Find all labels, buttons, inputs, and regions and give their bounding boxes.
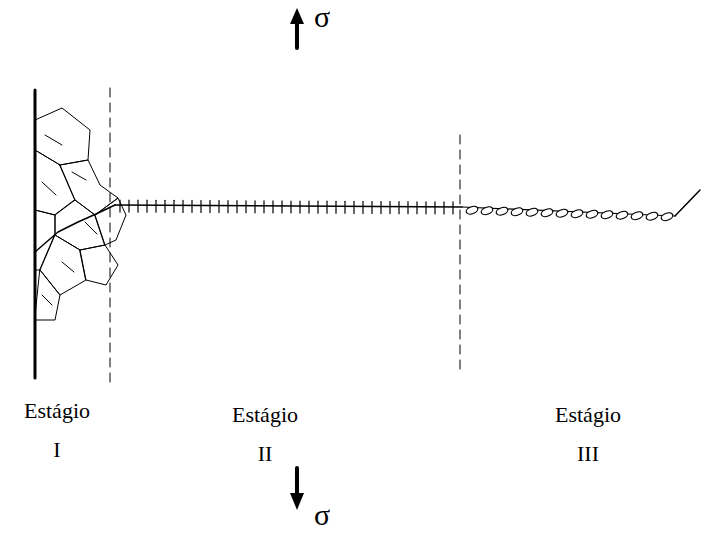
stage-divider: [110, 88, 111, 385]
striation-tick: [254, 201, 255, 213]
stress-arrow: [295, 22, 299, 48]
crack-loop: [510, 206, 524, 217]
striation-tick: [335, 201, 336, 213]
striation-tick: [173, 200, 174, 212]
crack-loop: [570, 208, 584, 219]
striation-tick: [317, 201, 318, 213]
striation-tick: [443, 202, 444, 214]
striation-tick: [371, 201, 372, 213]
crack-loop: [525, 207, 539, 218]
striation-tick: [146, 200, 147, 212]
stress-symbol: σ: [314, 500, 330, 530]
crack-loop: [600, 209, 614, 220]
striation-tick: [128, 200, 129, 212]
striation-tick: [362, 201, 363, 213]
striation-tick: [389, 202, 390, 214]
crack-stage-2: [115, 205, 462, 207]
striation-tick: [191, 200, 192, 212]
final-fracture: [675, 190, 700, 216]
crack-loop: [645, 211, 659, 222]
striation-tick: [182, 200, 183, 212]
crack-loop: [615, 210, 629, 221]
striation-tick: [272, 201, 273, 213]
striation-tick: [452, 202, 453, 214]
crack-loop: [660, 211, 674, 222]
striation-tick: [308, 201, 309, 213]
striations: [120, 200, 453, 214]
striation-tick: [263, 201, 264, 213]
stress-arrowhead: [290, 8, 304, 24]
striation-tick: [245, 201, 246, 213]
striation-tick: [353, 201, 354, 213]
striation-tick: [236, 201, 237, 213]
striation-tick: [425, 202, 426, 214]
striation-tick: [155, 200, 156, 212]
stage-divider: [460, 135, 461, 370]
striation-tick: [290, 201, 291, 213]
stress-arrow: [295, 468, 299, 495]
striation-tick: [380, 202, 381, 214]
striation-tick: [137, 200, 138, 212]
striation-tick: [407, 202, 408, 214]
stress-symbol: σ: [314, 2, 330, 32]
crack-loop: [465, 205, 479, 216]
striation-tick: [398, 202, 399, 214]
stage-label: Estágio II: [232, 396, 298, 473]
grains: [35, 108, 126, 320]
crack-loop: [630, 210, 644, 221]
striation-tick: [434, 202, 435, 214]
crack-loop: [540, 207, 554, 218]
crack-stage-3: [462, 205, 675, 222]
striation-tick: [209, 201, 210, 213]
stress-arrowhead: [290, 493, 304, 510]
striation-tick: [326, 201, 327, 213]
crack-loop: [585, 209, 599, 220]
crack-loop: [480, 205, 494, 216]
striation-tick: [164, 200, 165, 212]
striation-tick: [218, 201, 219, 213]
striation-tick: [227, 201, 228, 213]
crack-loop: [555, 208, 569, 219]
crack-stage-1: [35, 205, 115, 252]
stage-label: Estágio III: [555, 396, 621, 473]
striation-tick: [299, 201, 300, 213]
striation-tick: [200, 200, 201, 212]
crack-loop: [495, 206, 509, 217]
striation-tick: [416, 202, 417, 214]
striation-tick: [119, 200, 120, 212]
striation-tick: [344, 201, 345, 213]
stage-label: Estágio I: [24, 392, 90, 469]
striation-tick: [281, 201, 282, 213]
